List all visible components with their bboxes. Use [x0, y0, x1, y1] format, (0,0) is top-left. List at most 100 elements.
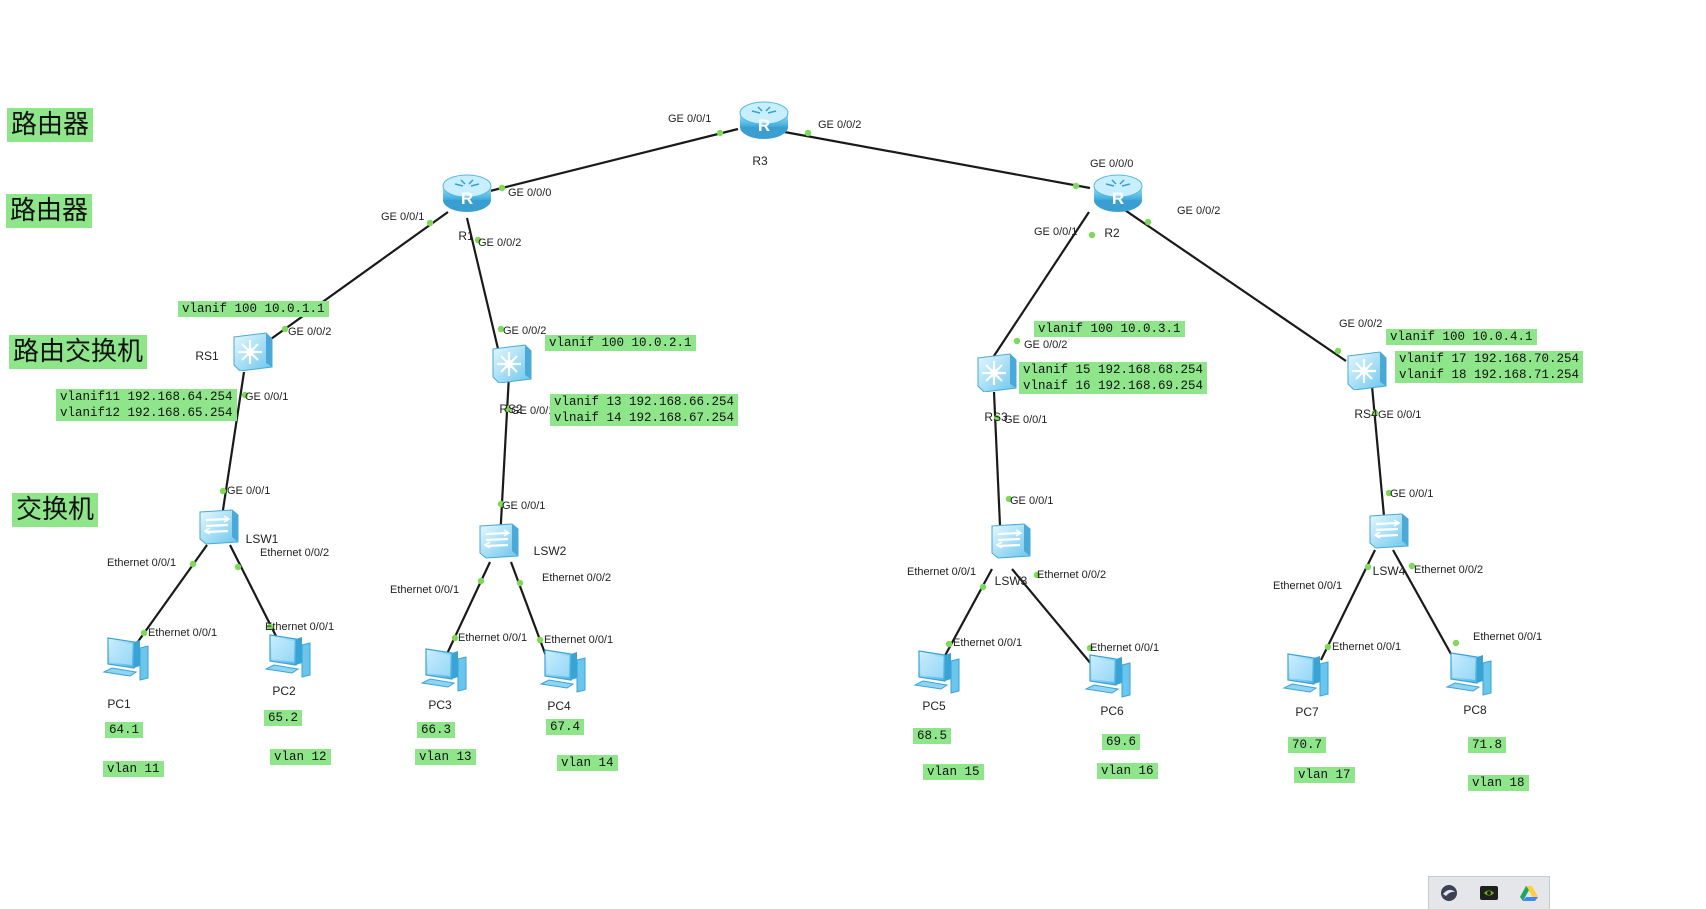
device-label-r3: R3	[752, 154, 768, 168]
device-label-r1: R1	[458, 229, 474, 243]
pc2-icon[interactable]	[265, 634, 311, 678]
router-r2-icon[interactable]	[1093, 174, 1143, 213]
port-labels: GE 0/0/1 GE 0/0/2 GE 0/0/0 GE 0/0/1 GE 0…	[107, 113, 1542, 654]
device-label-lsw3: LSW3	[995, 574, 1028, 588]
svg-text:Ethernet 0/0/2: Ethernet 0/0/2	[1037, 569, 1106, 581]
link-r1-rs2	[465, 217, 501, 354]
device-label-pc3: PC3	[428, 698, 452, 712]
device-label-lsw4: LSW4	[1373, 564, 1406, 578]
pc1-icon[interactable]	[103, 637, 149, 681]
app-swirl-icon[interactable]	[1438, 882, 1460, 904]
link-rs4-lsw4	[1370, 385, 1387, 528]
svg-text:Ethernet 0/0/1: Ethernet 0/0/1	[265, 621, 334, 633]
router-r1-icon[interactable]	[442, 174, 492, 213]
svg-text:Ethernet 0/0/1: Ethernet 0/0/1	[107, 557, 176, 569]
svg-text:GE 0/0/1: GE 0/0/1	[1004, 414, 1047, 426]
device-label-pc7: PC7	[1295, 705, 1319, 719]
rs3-vlanif100-note: vlanif 100 10.0.3.1	[1034, 321, 1185, 337]
svg-text:Ethernet 0/0/1: Ethernet 0/0/1	[1273, 580, 1342, 592]
pc7-ip-note: 70.7	[1288, 737, 1327, 753]
svg-text:Ethernet 0/0/2: Ethernet 0/0/2	[542, 572, 611, 584]
link-r2-rs3	[985, 211, 1090, 369]
svg-text:Ethernet 0/0/1: Ethernet 0/0/1	[390, 584, 459, 596]
device-label-rs3: RS3	[984, 410, 1008, 424]
pc5-icon[interactable]	[914, 650, 960, 694]
device-label-pc5: PC5	[922, 699, 946, 713]
pc5-vlan-note: vlan 15	[923, 764, 984, 780]
svg-text:GE 0/0/2: GE 0/0/2	[1339, 318, 1382, 330]
device-label-lsw1: LSW1	[246, 532, 279, 546]
svg-text:GE 0/0/1: GE 0/0/1	[381, 211, 424, 223]
svg-text:GE 0/0/1: GE 0/0/1	[1010, 495, 1053, 507]
svg-text:GE 0/0/0: GE 0/0/0	[1090, 158, 1133, 170]
pc7-icon[interactable]	[1283, 653, 1329, 697]
svg-text:Ethernet 0/0/2: Ethernet 0/0/2	[1414, 564, 1483, 576]
tier-label-route-switch: 路由交换机	[9, 335, 148, 369]
rs1-svi-note: vlanif11 192.168.64.254 vlanif12 192.168…	[56, 389, 237, 421]
pc6-icon[interactable]	[1085, 654, 1131, 698]
link-rs2-lsw2	[498, 374, 511, 541]
device-label-pc8: PC8	[1463, 703, 1487, 717]
svg-text:Ethernet 0/0/1: Ethernet 0/0/1	[148, 627, 217, 639]
tier-label-router-2: 路由器	[6, 194, 93, 228]
pc3-icon[interactable]	[421, 648, 467, 692]
switch-lsw4-icon[interactable]	[1368, 512, 1410, 550]
svg-text:GE 0/0/2: GE 0/0/2	[288, 326, 331, 338]
svg-text:GE 0/0/1: GE 0/0/1	[227, 485, 270, 497]
pc6-vlan-note: vlan 16	[1097, 763, 1158, 779]
device-label-lsw2: LSW2	[534, 544, 567, 558]
device-label-pc2: PC2	[272, 684, 296, 698]
rs1-vlanif100-note: vlanif 100 10.0.1.1	[178, 301, 329, 317]
svg-text:Ethernet 0/0/2: Ethernet 0/0/2	[260, 547, 329, 559]
pc1-ip-note: 64.1	[105, 722, 144, 738]
svg-text:GE 0/0/1: GE 0/0/1	[668, 113, 711, 125]
svg-text:Ethernet 0/0/1: Ethernet 0/0/1	[458, 632, 527, 644]
link-lsw4-pc8	[1392, 549, 1452, 655]
pc5-ip-note: 68.5	[913, 728, 952, 744]
pc8-icon[interactable]	[1446, 652, 1492, 696]
drive-icon[interactable]	[1518, 882, 1540, 904]
svg-text:Ethernet 0/0/1: Ethernet 0/0/1	[544, 634, 613, 646]
link-rs1-lsw1	[219, 371, 246, 524]
pc8-ip-note: 71.8	[1468, 737, 1507, 753]
pc4-vlan-note: vlan 14	[557, 755, 618, 771]
svg-text:GE 0/0/1: GE 0/0/1	[245, 391, 288, 403]
switch-lsw3-icon[interactable]	[990, 522, 1032, 560]
svg-text:GE 0/0/2: GE 0/0/2	[503, 325, 546, 337]
route-switch-rs3-icon[interactable]	[976, 352, 1018, 392]
svg-text:GE 0/0/0: GE 0/0/0	[508, 187, 551, 199]
svg-text:Ethernet 0/0/1: Ethernet 0/0/1	[1473, 631, 1542, 643]
link-r3-r2	[778, 129, 1091, 190]
device-label-pc4: PC4	[547, 699, 571, 713]
link-r3-r1	[481, 127, 739, 195]
link-r1-rs1	[256, 211, 449, 350]
device-label-rs1: RS1	[195, 349, 219, 363]
pc7-vlan-note: vlan 17	[1294, 767, 1355, 783]
pc4-ip-note: 67.4	[546, 719, 585, 735]
router-r3-icon[interactable]	[739, 101, 789, 140]
svg-text:Ethernet 0/0/1: Ethernet 0/0/1	[1332, 641, 1401, 653]
rs3-svi-note: vlanif 15 192.168.68.254 vlnaif 16 192.1…	[1019, 362, 1208, 394]
device-label-pc1: PC1	[107, 697, 131, 711]
pc2-vlan-note: vlan 12	[270, 749, 331, 765]
route-switch-rs2-icon[interactable]	[491, 343, 533, 383]
svg-text:GE 0/0/1: GE 0/0/1	[1378, 409, 1421, 421]
switch-lsw1-icon[interactable]	[198, 508, 240, 546]
svg-text:Ethernet 0/0/1: Ethernet 0/0/1	[953, 637, 1022, 649]
svg-text:Ethernet 0/0/1: Ethernet 0/0/1	[907, 566, 976, 578]
rs4-vlanif100-note: vlanif 100 10.0.4.1	[1386, 329, 1537, 345]
svg-text:GE 0/0/2: GE 0/0/2	[1177, 205, 1220, 217]
device-label-rs4: RS4	[1354, 407, 1378, 421]
route-switch-rs4-icon[interactable]	[1346, 350, 1388, 390]
system-tray	[1428, 876, 1550, 909]
nvidia-icon[interactable]	[1478, 882, 1500, 904]
svg-text:GE 0/0/1: GE 0/0/1	[1034, 226, 1077, 238]
device-label-pc6: PC6	[1100, 704, 1124, 718]
link-r2-rs4	[1115, 203, 1347, 362]
switch-lsw2-icon[interactable]	[478, 522, 520, 560]
route-switch-rs1-icon[interactable]	[232, 331, 274, 371]
pc6-ip-note: 69.6	[1102, 734, 1141, 750]
rs2-vlanif100-note: vlanif 100 10.0.2.1	[545, 335, 696, 351]
pc4-icon[interactable]	[540, 649, 586, 693]
